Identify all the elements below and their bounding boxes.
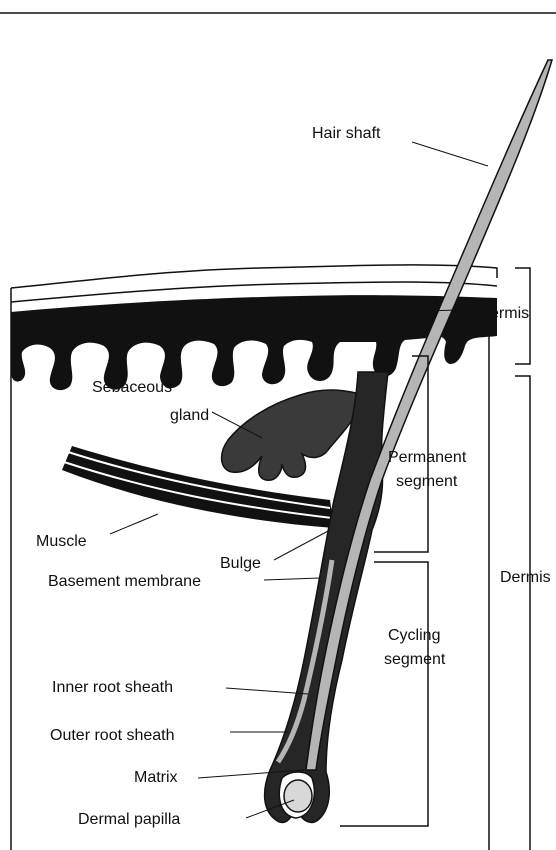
hair-shaft-leader <box>412 142 488 166</box>
dermal-papilla-shape <box>284 780 312 812</box>
label-cycling-line1: Cycling <box>388 627 440 644</box>
label-epidermis: Epidermis <box>458 305 529 322</box>
label-matrix: Matrix <box>134 769 178 786</box>
label-muscle: Muscle <box>36 533 87 550</box>
label-sebaceous-line1: Sebaceous <box>92 379 172 396</box>
label-sebaceous-line2: gland <box>170 407 209 424</box>
label-permanent-line1: Permanent <box>388 449 467 466</box>
label-outer-root-sheath: Outer root sheath <box>50 727 175 744</box>
muscle-leader <box>110 514 158 534</box>
inner-root-sheath-leader <box>226 688 308 694</box>
dermis-bracket <box>515 376 530 850</box>
basement-membrane-leader <box>264 578 320 580</box>
label-inner-root-sheath: Inner root sheath <box>52 679 173 696</box>
label-dermis: Dermis <box>500 569 551 586</box>
label-dermal-papilla: Dermal papilla <box>78 811 180 828</box>
label-cycling-line2: segment <box>384 651 446 668</box>
label-basement-membrane: Basement membrane <box>48 573 201 590</box>
bulge-leader <box>274 530 330 560</box>
label-permanent-line2: segment <box>396 473 458 490</box>
label-bulge: Bulge <box>220 555 261 572</box>
label-hair-shaft: Hair shaft <box>312 125 381 142</box>
